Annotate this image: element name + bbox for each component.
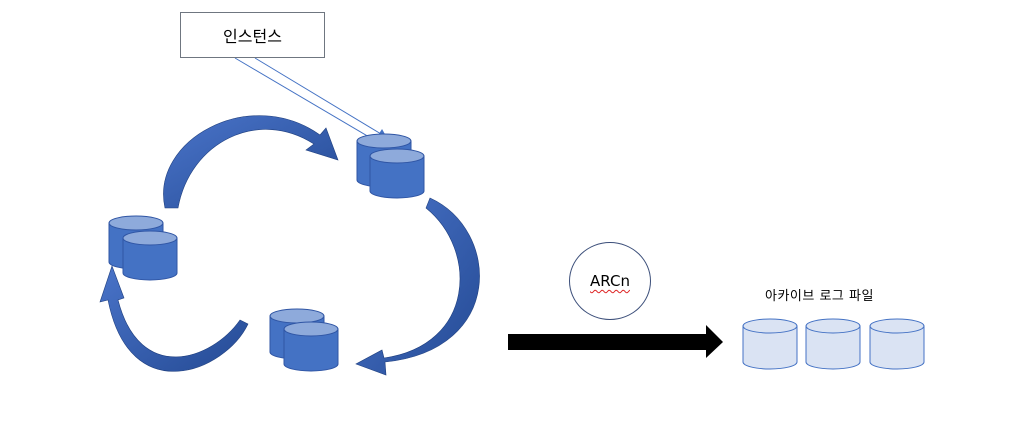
archive-log-file-icon	[869, 318, 925, 370]
transfer-arrow-icon	[508, 325, 723, 358]
redo-log-group-icon	[356, 133, 425, 199]
redo-log-group-icon	[108, 215, 178, 281]
cycle-arrow-icon	[99, 115, 480, 376]
redo-log-group-icon	[269, 308, 339, 372]
archive-log-file-icon	[805, 318, 861, 370]
archive-log-label: 아카이브 로그 파일	[765, 289, 874, 304]
instance-label: 인스턴스	[223, 27, 282, 46]
archive-log-file-icon	[742, 318, 798, 370]
arcn-process-node: ARCn	[569, 242, 651, 320]
arcn-label: ARCn	[590, 272, 630, 290]
instance-box: 인스턴스	[180, 12, 325, 58]
